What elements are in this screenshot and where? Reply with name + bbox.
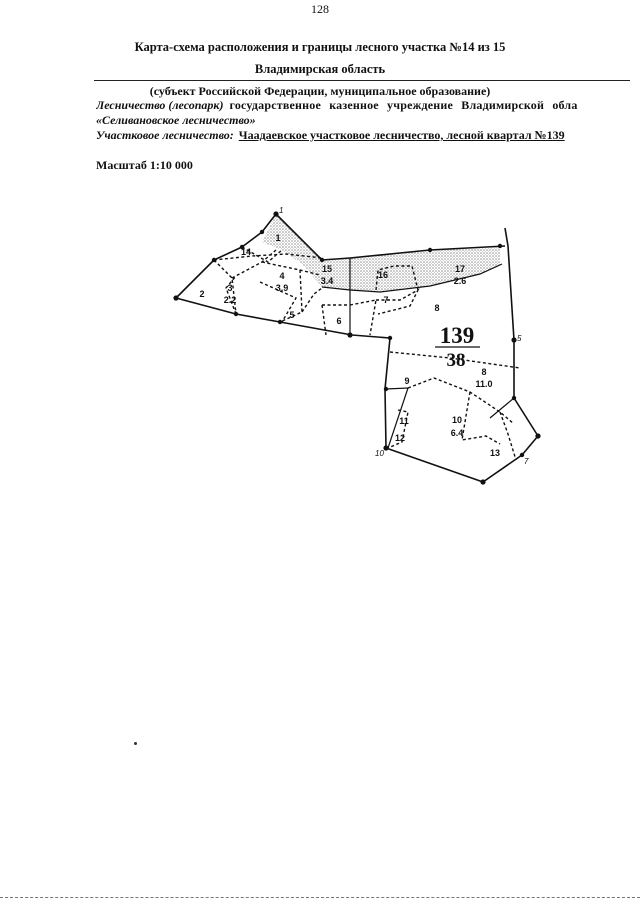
hatched-strip-lower-edge — [321, 263, 503, 293]
point-label-1: 1 — [279, 206, 283, 215]
parcel-area-3: 2.2 — [224, 295, 237, 305]
parcel-label-16: 16 — [378, 270, 388, 280]
district-label: Участковое лесничество: — [96, 128, 234, 142]
parcel-label-1: 1 — [275, 233, 280, 243]
parcel-label-7: 7 — [383, 295, 388, 305]
document-title: Карта-схема расположения и границы лесно… — [134, 40, 506, 54]
district-row: Участковое лесничество: Чаадаевское учас… — [96, 128, 565, 143]
parcel-area-4: 3.9 — [276, 283, 289, 293]
parcel-label-8-south: 8 — [481, 367, 486, 377]
map-scale: Масштаб 1:10 000 — [96, 158, 193, 172]
forestry-row: Лесничество (лесопарк) государственное ка… — [96, 98, 640, 113]
forestry-label: Лесничество (лесопарк) — [96, 98, 224, 112]
parcel-label-9: 9 — [404, 376, 409, 386]
parcel-label-15: 15 — [322, 264, 332, 274]
hatched-area-north — [262, 214, 500, 292]
parcel-label-4: 4 — [279, 271, 284, 281]
parcel-area-15: 3.4 — [321, 276, 334, 286]
parcel-label-14: 14 — [241, 247, 251, 257]
region-name: Владимирская область — [254, 62, 386, 76]
forestry-value-line2: «Селивановское лесничество» — [96, 113, 256, 127]
parcel-label-3: 3 — [227, 283, 232, 293]
parcel-label-10: 10 — [452, 415, 462, 425]
scan-speck — [134, 742, 137, 745]
subject-caption: (субъект Российской Федерации, муниципал… — [149, 84, 491, 98]
district-value: Чаадаевское участковое лесничество, лесн… — [238, 128, 565, 142]
parcel-label-17: 17 — [455, 264, 465, 274]
page-number: 128 — [311, 2, 329, 16]
point-label-5: 5 — [517, 334, 522, 343]
parcel-label-11: 11 — [399, 416, 409, 426]
header-rule — [94, 80, 630, 81]
vertex-points — [173, 211, 541, 485]
point-label-10: 10 — [375, 449, 384, 458]
parcel-area-17: 2.6 — [454, 276, 467, 286]
parcel-label-12: 12 — [395, 433, 405, 443]
parcel-boundaries — [213, 246, 521, 461]
parcel-area-8-south: 11.0 — [475, 379, 492, 389]
parcel-label-13: 13 — [490, 448, 500, 458]
quarter-area: 38 — [447, 350, 466, 371]
parcel-label-8-north: 8 — [434, 303, 439, 313]
parcel-area-10: 6.4 — [451, 428, 464, 438]
forestry-value: государственное казенное учреждение Влад… — [229, 98, 578, 112]
parcel-label-6: 6 — [336, 316, 341, 326]
quarter-number: 139 — [440, 323, 475, 348]
point-label-7: 7 — [524, 457, 529, 466]
footer-scan-line — [0, 897, 640, 898]
parcel-label-2: 2 — [199, 289, 204, 299]
parcel-label-5: 5 — [289, 310, 294, 320]
